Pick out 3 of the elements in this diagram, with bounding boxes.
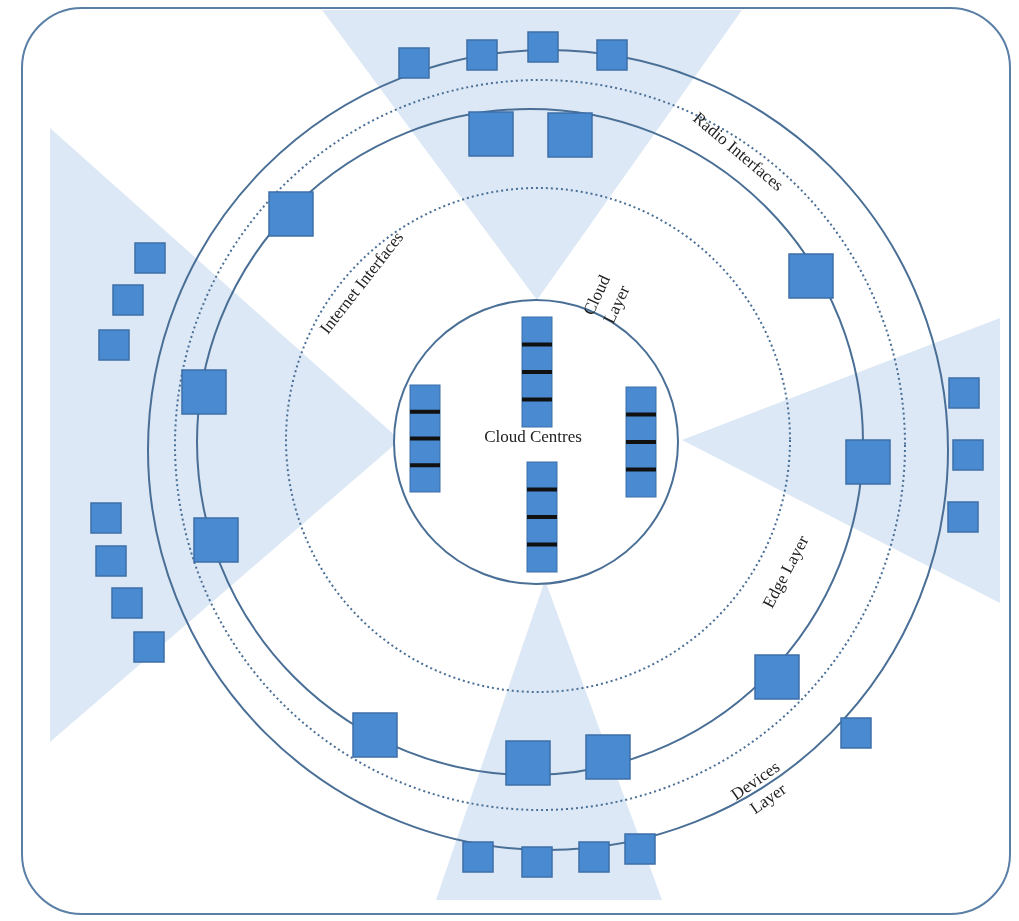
- layer-label: Cloud Layer: [578, 271, 635, 329]
- cloud-label: Cloud Centres: [483, 426, 583, 448]
- layer-label: Edge Layer: [757, 531, 814, 614]
